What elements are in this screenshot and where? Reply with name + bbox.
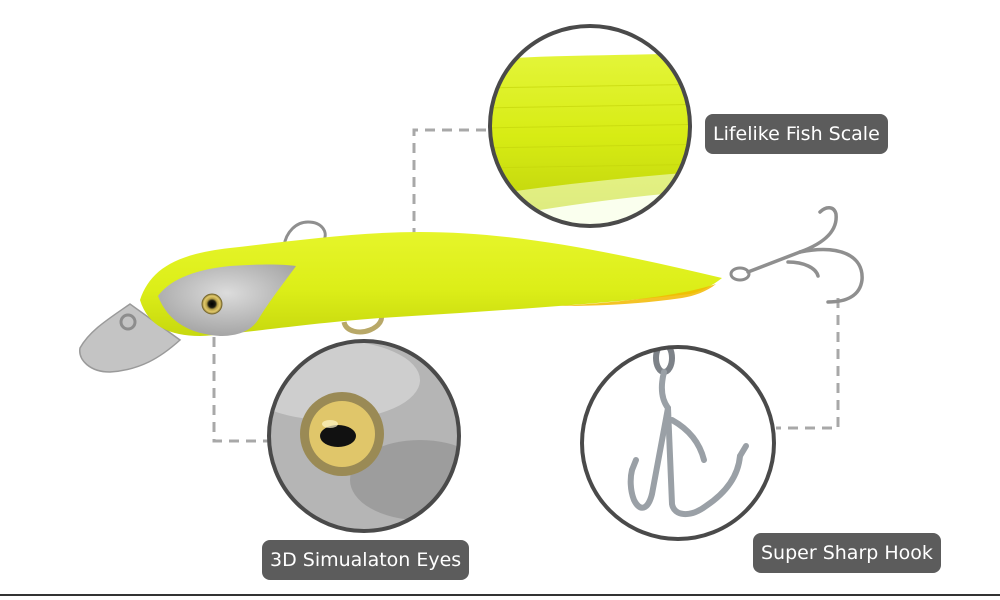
treble-hook-icon xyxy=(746,206,864,304)
lure-rear-ring xyxy=(729,266,751,282)
callout-sharp-hook: Super Sharp Hook xyxy=(753,533,941,573)
lure-body xyxy=(140,232,722,336)
lure-head xyxy=(158,264,296,336)
lure-belly xyxy=(560,284,716,306)
lure-belly-ring xyxy=(341,312,385,335)
callout-3d-eyes: 3D Simualaton Eyes xyxy=(262,540,470,580)
fish-scale-zoom xyxy=(488,24,692,228)
hook-zoom xyxy=(580,345,776,541)
bottom-divider xyxy=(0,594,1000,596)
eye-zoom xyxy=(267,339,461,533)
lure-lip xyxy=(79,303,182,373)
lure-eye-icon xyxy=(201,293,223,315)
callout-fish-scale: Lifelike Fish Scale xyxy=(705,114,888,154)
lure-front-ring xyxy=(119,313,137,331)
leader-lines xyxy=(212,128,840,443)
lure-top-hook xyxy=(282,220,327,247)
